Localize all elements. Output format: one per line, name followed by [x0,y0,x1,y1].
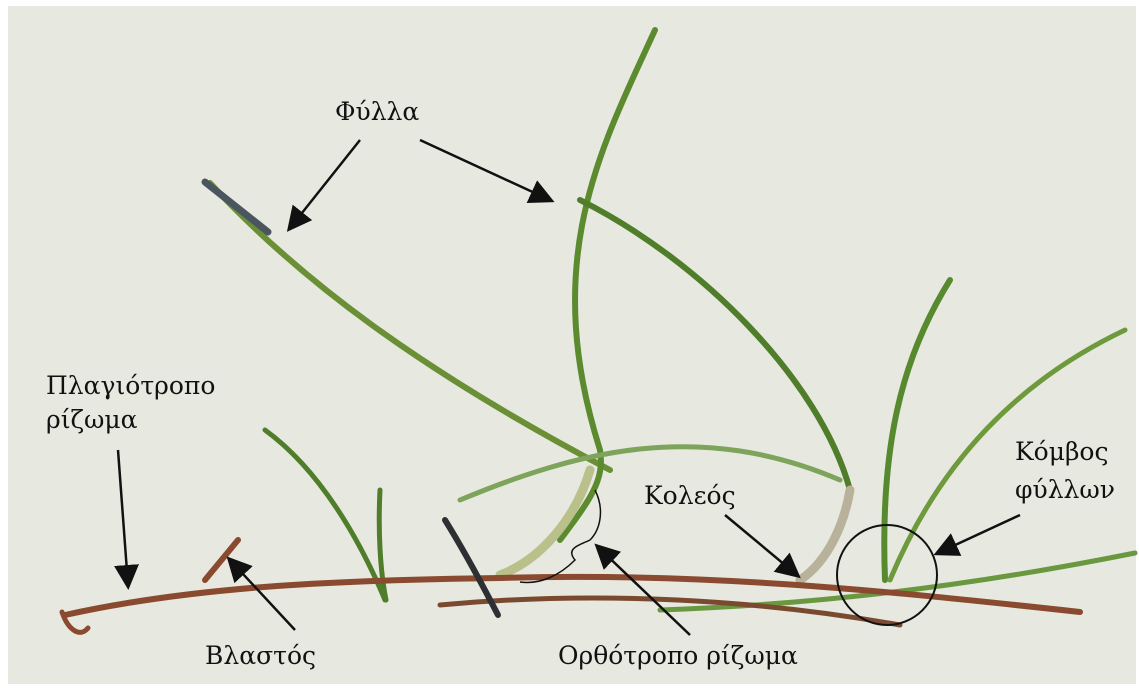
arrow-leaves-left [290,140,360,228]
arrow-shoot [230,560,295,630]
arrow-plagiotropic [118,450,128,585]
label-shoot: Βλαστός [205,640,316,671]
arrow-leaves-right [420,140,550,200]
leaf-tall-center [560,30,655,540]
sheath-stem [800,490,850,580]
leaf-small-left [265,430,385,600]
label-sheath: Κολεός [644,480,736,511]
label-orthotropic-rhizome: Ορθότροπο ρίζωμα [558,640,798,671]
shoot-stub [205,540,238,580]
rhizome [62,520,1080,632]
label-leaves: Φύλλα [335,96,419,127]
arrow-sheath [725,515,797,575]
arrow-orthotropic [598,547,690,635]
arrow-leaf-node [938,515,1020,553]
leaf-left-tip [205,182,268,232]
label-plagiotropic-rhizome-1: Πλαγιότροπο [46,370,215,401]
label-leaf-node-1: Κόμβος [1015,436,1108,467]
label-plagiotropic-rhizome-2: ρίζωμα [46,404,138,435]
leaf-left-long [210,183,610,470]
label-leaf-node-2: φύλλων [1015,474,1115,505]
